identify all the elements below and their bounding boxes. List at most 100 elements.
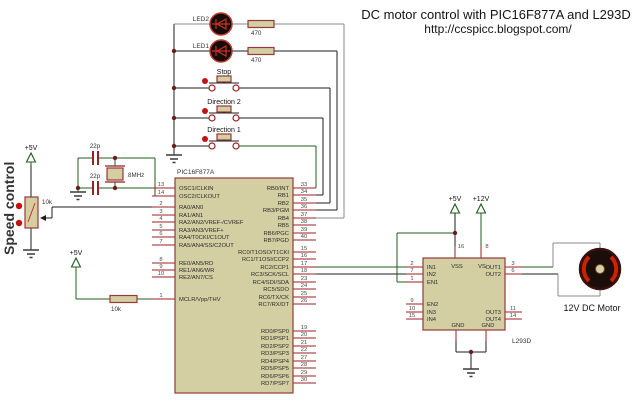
pot-wiper-arrow [40,215,46,221]
pin-name: RB2 [278,201,289,207]
pin-name: RC5/SDO [263,287,289,293]
pin-number: 4 [159,216,163,222]
speed-pot[interactable] [15,196,52,229]
pin-number: 19 [301,325,307,331]
direction-1-button[interactable] [202,133,240,150]
pot-decrease-dot[interactable] [15,219,23,227]
direction-1-actuator[interactable] [202,136,208,142]
stop-button-actuator[interactable] [202,78,208,84]
l293d-right-pin-names: OUT1 OUT2 OUT3 OUT4 [486,265,502,323]
power-label-5v-mclr: +5V [70,250,83,257]
pic16f877a-chip [174,177,294,394]
power-flag-5v-l293d [449,202,461,216]
ground-symbol-l293d [463,368,479,378]
mclr-resistor-value: 10k [111,306,122,313]
pin-number: 15 [409,313,415,319]
pin-number: 6 [159,231,162,237]
motor-label: 12V DC Motor [563,303,620,313]
cap-22p-bottom [92,181,99,195]
pin-name: RB5 [278,223,289,229]
pin-number: 37 [301,212,307,218]
pin-name: VSS [451,264,463,270]
pin-number: 9 [159,264,162,270]
pin-stubs [152,187,522,384]
pin-name: RC1/T1OSI/CCP2 [242,257,289,263]
l293d-left-pin-numbers: 2 7 1 9 10 15 [409,261,415,319]
direction-2-button[interactable] [202,105,240,122]
pin-name: OUT2 [486,272,501,278]
schematic-subtitle-url: http://ccspicc.blogspot.com/ [424,22,572,36]
pin-number: 2 [410,261,413,267]
pin-number: 29 [301,370,307,376]
pot-increase-dot[interactable] [15,202,23,210]
pin-number: 8 [485,244,488,250]
pin-name: RB3/PGM [263,208,289,214]
pin-name: RD2/PSP2 [261,344,289,350]
stop-button[interactable] [202,75,240,92]
pin-number: 10 [409,306,415,312]
led1-resistor [247,46,275,56]
l293d-left-pin-names: IN1 IN2 EN1 EN2 IN3 IN4 [427,265,438,323]
wires-gray [174,23,601,297]
pin-number: 35 [301,197,307,203]
pin-name: OUT1 [486,265,501,271]
pin-name: MCLR/Vpp/THV [179,297,221,303]
pin-number: 26 [301,298,307,304]
pin-number: 33 [301,182,307,188]
pin-name: RB4 [278,216,290,222]
direction-1-label: Direction 1 [207,127,241,134]
mclr-resistor [109,294,138,304]
power-label-5v-l293d: +5V [449,196,462,203]
ground-symbol-pot [23,249,39,259]
pin-number: 24 [301,283,308,289]
pin-name: RC7/RX/DT [258,302,289,308]
pin-name: RD1/PSP1 [261,336,289,342]
pin-number: 9 [410,298,413,304]
pin-number: 7 [159,239,162,245]
pin-name: IN1 [427,265,436,271]
pic-ref: PIC16F877A [177,169,215,176]
power-flag-5v-pot [25,151,37,165]
pic-left-pin-numbers: 13 14 2 3 4 5 6 7 8 9 10 1 [158,182,165,299]
crystal-value: 8MHz [128,172,144,179]
power-label-12v-l293d: +12V [473,196,490,203]
pin-name: RD7/PSP7 [261,381,289,387]
pin-name: RE0/AN5/RD [179,261,213,267]
pic-left-pin-names: OSC1/CLKIN OSC2/CLKOUT RA0/AN0 RA1/AN1 R… [179,186,244,303]
pot-value: 10k [42,199,53,206]
pin-name: RB1 [278,193,289,199]
pin-number: 13 [158,182,164,188]
l293d-ref: L293D [512,338,531,345]
pin-name: GND [482,323,495,329]
pin-name: RD4/PSP4 [261,359,290,365]
cap-top-value: 22p [90,143,101,150]
led1-resistor-value: 470 [251,57,262,64]
pin-name: EN2 [427,302,438,308]
pin-name: RA5/AN4/SS/C2OUT [179,243,234,249]
pin-number: 7 [410,268,413,274]
pin-name: RA0/AN0 [179,205,203,211]
pin-name: OUT4 [486,317,502,323]
pin-name: RA1/AN1 [179,213,203,219]
pin-number: 5 [159,224,162,230]
pin-name: GND [452,323,465,329]
pin-number: 21 [301,340,307,346]
pin-name: EN1 [427,280,438,286]
l293d-bottom-pin-names: GND GND [452,323,495,329]
pin-number: 6 [511,268,514,274]
l293d-chip [422,257,506,331]
pin-number: 40 [301,234,307,240]
pin-number: 11 [510,306,516,312]
pin-number: 22 [301,347,307,353]
cap-bottom-value: 22p [90,173,101,180]
pin-number: 10 [158,271,164,277]
cap-22p-top [92,151,99,165]
pin-name: RB0/INT [267,186,290,192]
led2-resistor-value: 470 [251,30,262,37]
pin-name: OUT3 [486,310,501,316]
pin-number: 17 [301,261,307,267]
pin-number: 1 [159,293,162,299]
direction-2-actuator[interactable] [202,108,208,114]
pin-number: 25 [301,291,307,297]
